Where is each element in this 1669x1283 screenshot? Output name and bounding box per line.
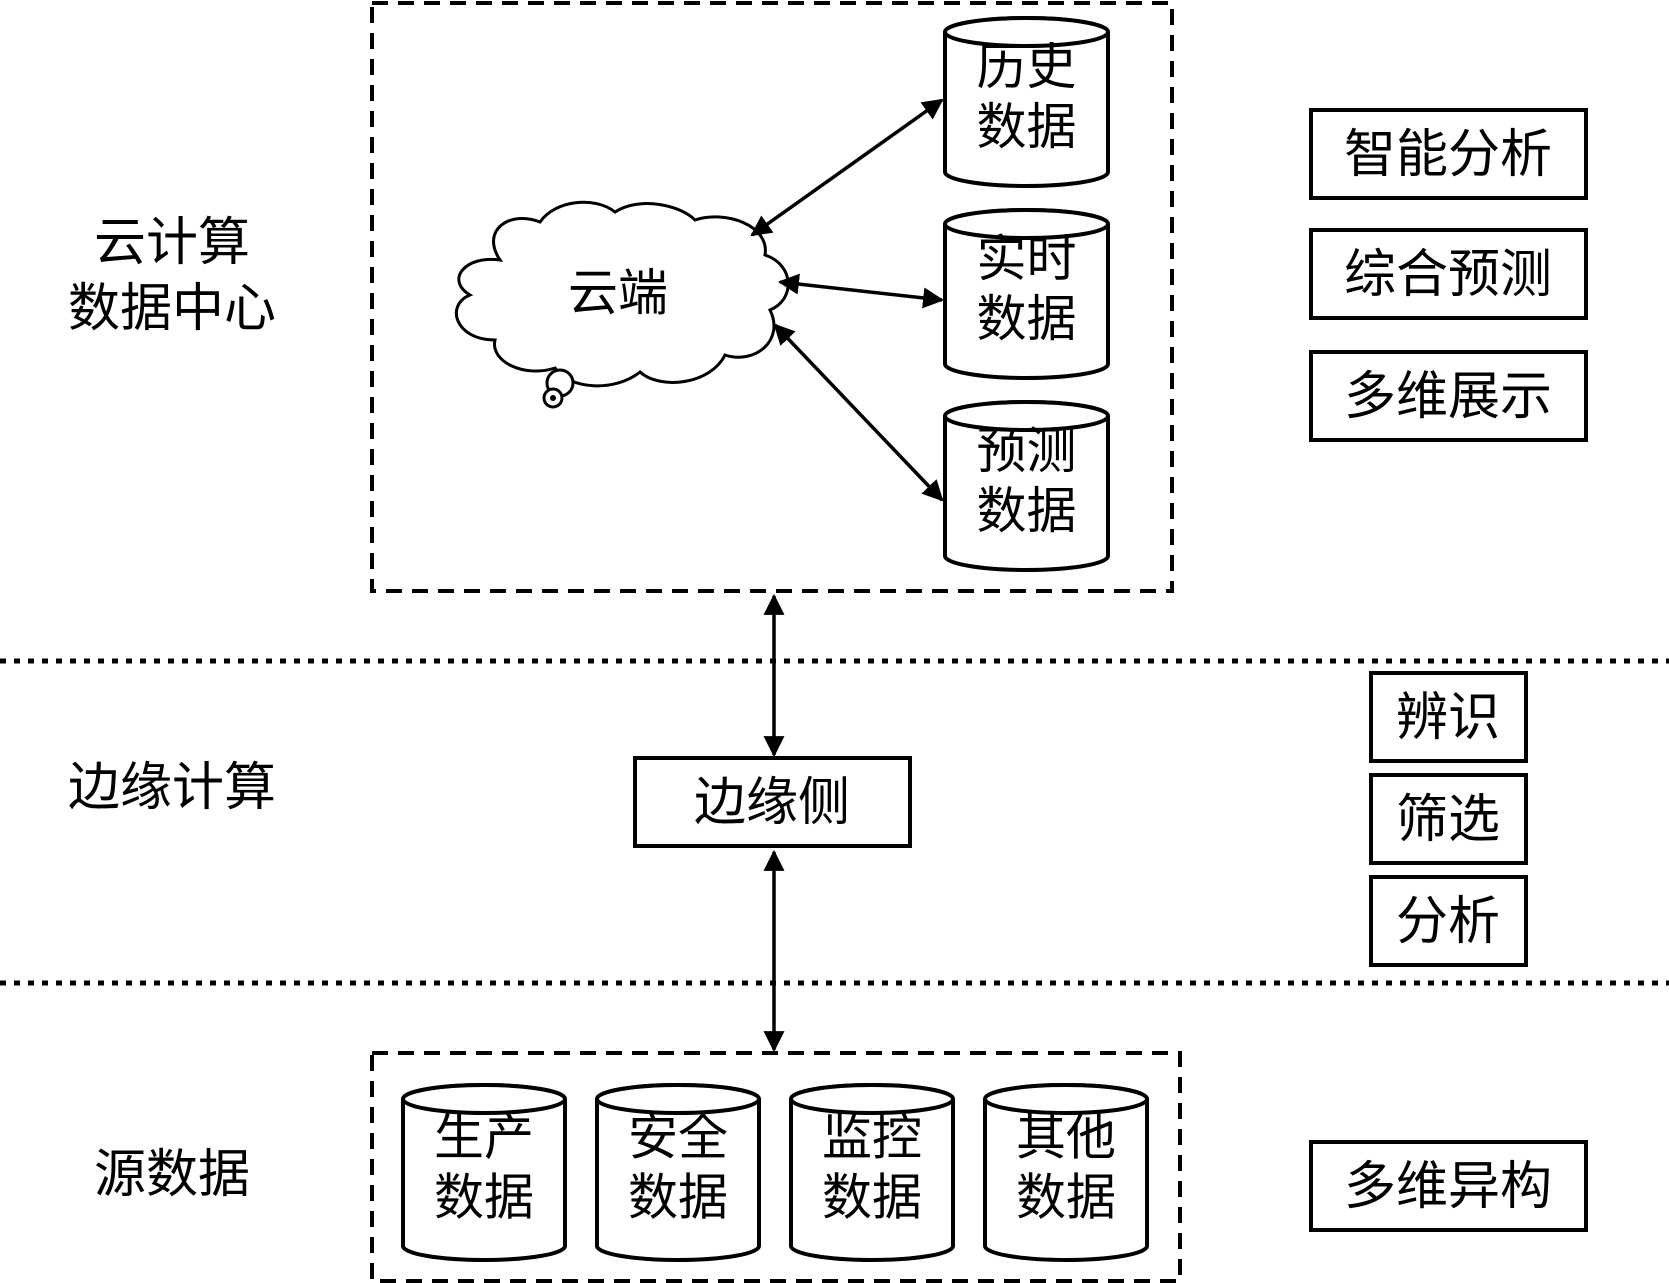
database-production: 生产数据 xyxy=(401,1083,567,1262)
svg-text:预测数据: 预测数据 xyxy=(977,422,1077,540)
cloud-shape xyxy=(454,200,790,409)
svg-text:其他数据: 其他数据 xyxy=(1016,1109,1116,1227)
function-box-intelligent-analysis: 智能分析 xyxy=(1309,108,1588,200)
svg-text:多维异构: 多维异构 xyxy=(1344,1157,1552,1217)
function-box-filter: 筛选 xyxy=(1369,773,1528,865)
edge-node-label: 边缘侧 xyxy=(694,773,850,833)
arrow-cloud-history xyxy=(750,98,944,237)
database-cylinder-top xyxy=(401,1083,567,1115)
layer-label-cloud: 云计算数据中心 xyxy=(68,213,276,339)
function-box-multidimensional-heterogeneous: 多维异构 xyxy=(1309,1140,1588,1232)
layer-label-edge: 边缘计算 xyxy=(68,758,276,818)
arrow-cloud-realtime xyxy=(777,273,945,309)
database-cylinder-top xyxy=(943,208,1110,240)
function-box-analysis: 分析 xyxy=(1369,875,1528,967)
svg-text:多维展示: 多维展示 xyxy=(1344,367,1552,427)
cloud-center-boundary xyxy=(370,1,1174,593)
svg-text:综合预测: 综合预测 xyxy=(1344,245,1552,305)
database-cylinder-top xyxy=(595,1083,761,1115)
svg-text:生产数据: 生产数据 xyxy=(434,1109,534,1227)
database-other: 其他数据 xyxy=(983,1083,1149,1262)
edge-node-box xyxy=(633,756,912,848)
svg-text:安全数据: 安全数据 xyxy=(628,1109,728,1227)
source-data-boundary xyxy=(370,1051,1182,1283)
database-cylinder-top xyxy=(983,1083,1149,1115)
layer-label-source: 源数据 xyxy=(94,1145,250,1205)
svg-text:实时数据: 实时数据 xyxy=(977,230,1077,348)
database-cylinder-top xyxy=(943,16,1110,48)
database-cylinder-top xyxy=(943,400,1110,432)
cloud-label: 云端 xyxy=(568,264,668,322)
function-box-comprehensive-forecast: 综合预测 xyxy=(1309,228,1588,320)
svg-text:监控数据: 监控数据 xyxy=(822,1109,922,1227)
database-forecast: 预测数据 xyxy=(943,400,1110,572)
svg-text:智能分析: 智能分析 xyxy=(1344,125,1552,185)
function-box-identify: 辨识 xyxy=(1369,671,1528,763)
arrow-cloud-forecast xyxy=(773,323,944,502)
database-history: 历史数据 xyxy=(943,16,1110,188)
function-box-multidimensional-display: 多维展示 xyxy=(1309,350,1588,442)
database-monitoring: 监控数据 xyxy=(789,1083,955,1262)
database-realtime: 实时数据 xyxy=(943,208,1110,380)
svg-text:分析: 分析 xyxy=(1396,892,1500,952)
svg-text:筛选: 筛选 xyxy=(1396,790,1500,850)
svg-text:历史数据: 历史数据 xyxy=(977,38,1077,156)
database-safety: 安全数据 xyxy=(595,1083,761,1262)
svg-text:辨识: 辨识 xyxy=(1396,688,1500,748)
database-cylinder-top xyxy=(789,1083,955,1115)
